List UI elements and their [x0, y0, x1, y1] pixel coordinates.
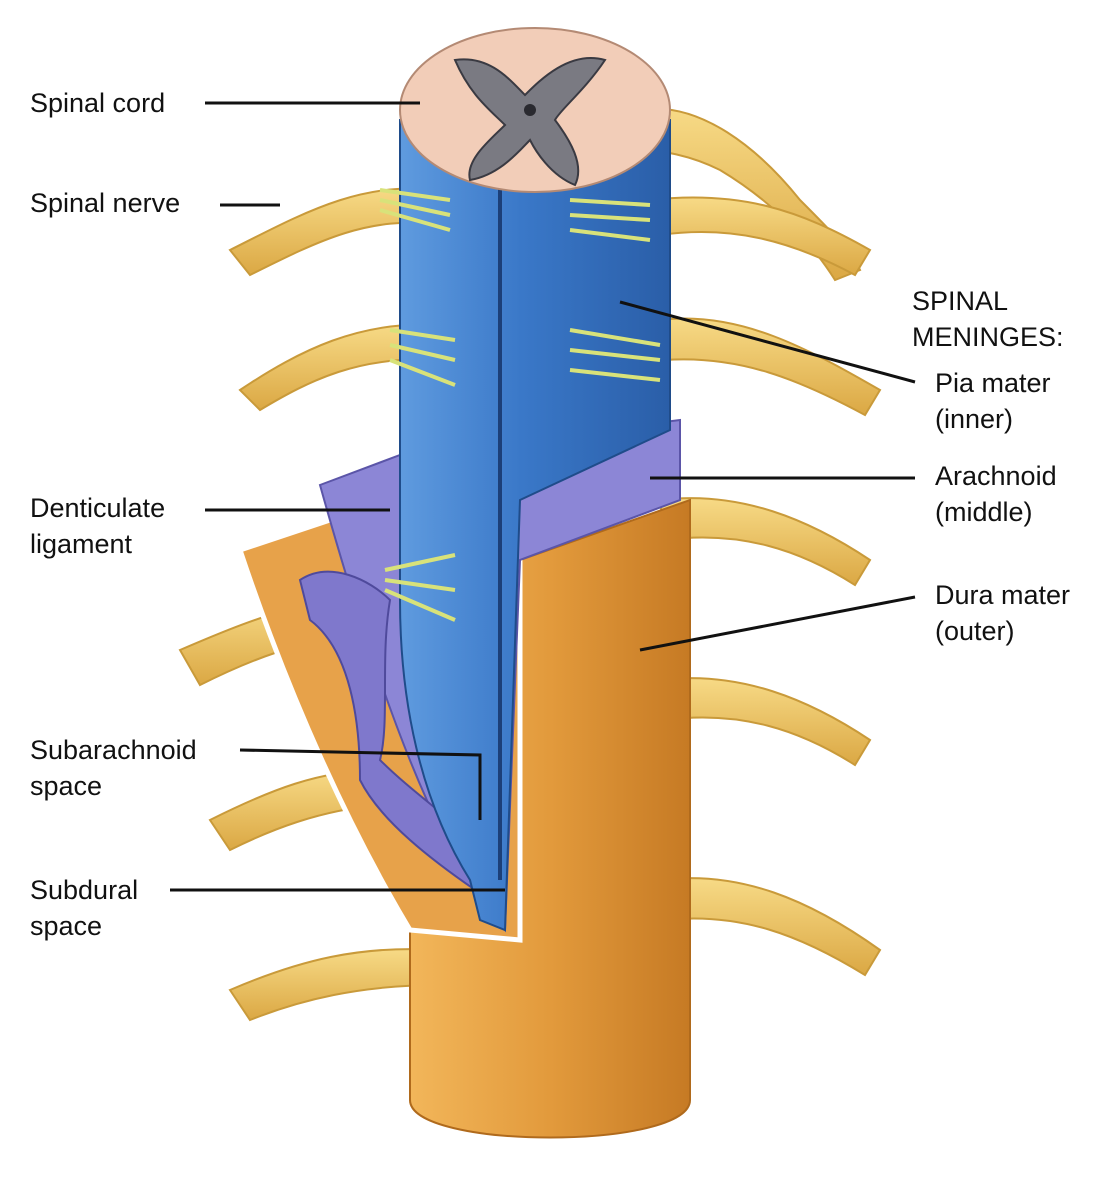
label-arachnoid: Arachnoid(middle) — [935, 461, 1057, 527]
label-spinal-nerve: Spinal nerve — [30, 188, 181, 218]
leader-lines — [170, 101, 916, 892]
central-canal — [524, 104, 536, 116]
label-spinal-cord: Spinal cord — [30, 88, 166, 118]
dura-mater — [409, 498, 691, 1139]
gray-matter — [453, 57, 607, 187]
cord-cross-section — [399, 27, 671, 193]
pia-mater-cord — [399, 119, 671, 932]
label-pia-mater: Pia mater(inner) — [935, 368, 1051, 434]
spinal-nerves-right — [639, 107, 882, 977]
label-dura-mater: Dura mater(outer) — [935, 580, 1071, 646]
nerve-rootlets — [379, 188, 661, 622]
